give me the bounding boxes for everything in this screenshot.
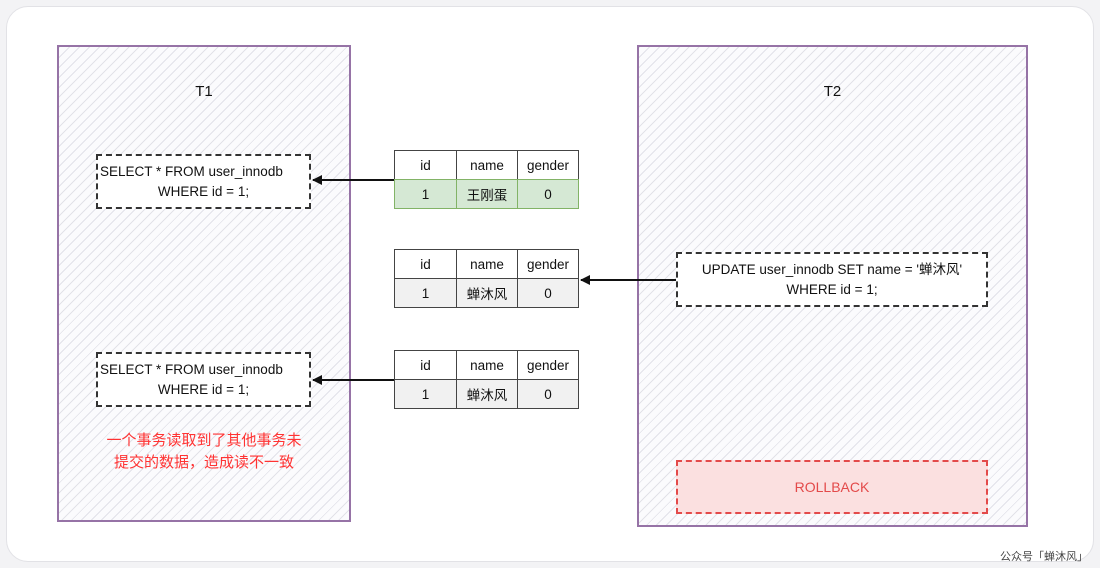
row-table-updated: id name gender 1 蝉沐风 0	[394, 249, 579, 308]
sql-line: WHERE id = 1;	[786, 281, 878, 297]
header-cell: name	[456, 350, 518, 380]
note-line: 提交的数据，造成读不一致	[113, 454, 294, 471]
table-cell: 0	[517, 379, 579, 409]
t1-select-query-1: SELECT * FROM user_innodb WHERE id = 1;	[96, 154, 311, 209]
rollback-box: ROLLBACK	[676, 460, 988, 514]
header-cell: gender	[517, 249, 579, 279]
transaction-t1-title: T1	[195, 83, 213, 100]
header-cell: gender	[517, 350, 579, 380]
sql-line: UPDATE user_innodb SET name = '蝉沐风'	[701, 261, 963, 277]
table-cell: 0	[517, 278, 579, 308]
header-cell: id	[394, 150, 457, 180]
t2-update-statement: UPDATE user_innodb SET name = '蝉沐风' WHER…	[676, 252, 988, 307]
sql-line: WHERE id = 1;	[157, 381, 250, 397]
note-line: 一个事务读取到了其他事务未	[106, 432, 302, 449]
transaction-t2-title: T2	[823, 83, 842, 100]
header-cell: gender	[517, 150, 579, 180]
table-cell: 1	[394, 179, 457, 209]
row-table-initial: id name gender 1 王刚蛋 0	[394, 150, 579, 209]
t1-select-query-2: SELECT * FROM user_innodb WHERE id = 1;	[96, 352, 311, 407]
transaction-t1-box: T1	[57, 45, 351, 522]
table-cell: 0	[517, 179, 579, 209]
table-cell: 王刚蛋	[456, 179, 518, 209]
sql-line: SELECT * FROM user_innodb	[100, 361, 283, 377]
row-table-dirty-read: id name gender 1 蝉沐风 0	[394, 350, 579, 409]
dirty-read-note: 一个事务读取到了其他事务未 提交的数据，造成读不一致	[60, 430, 348, 474]
table-cell: 蝉沐风	[456, 379, 518, 409]
header-cell: id	[394, 350, 457, 380]
rollback-label: ROLLBACK	[794, 479, 870, 495]
table-cell: 蝉沐风	[456, 278, 518, 308]
header-cell: name	[456, 150, 518, 180]
table-cell: 1	[394, 379, 457, 409]
sql-line: WHERE id = 1;	[157, 183, 250, 199]
header-cell: name	[456, 249, 518, 279]
sql-line: SELECT * FROM user_innodb	[100, 163, 283, 179]
watermark: 公众号「蝉沐风」	[1000, 551, 1088, 563]
